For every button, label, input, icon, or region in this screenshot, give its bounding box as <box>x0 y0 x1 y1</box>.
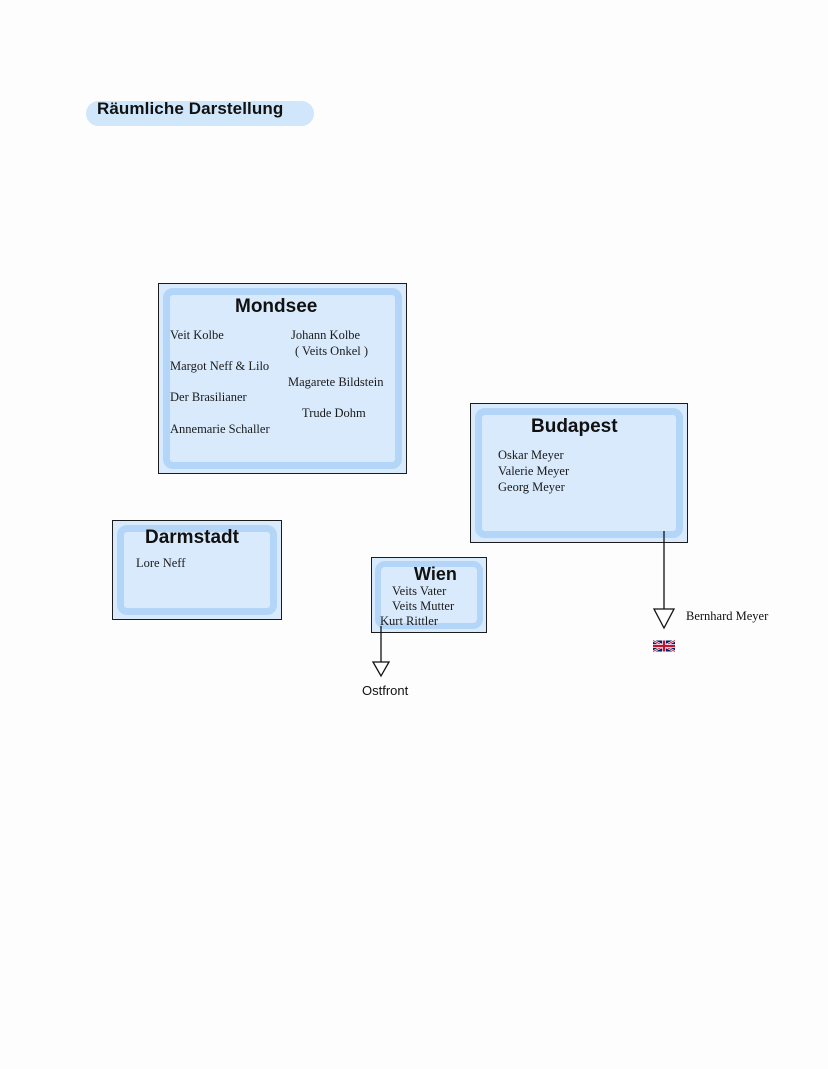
person-name: Georg Meyer <box>498 480 565 494</box>
person-name: Magarete Bildstein <box>288 375 384 389</box>
person-name: Veits Mutter <box>392 599 455 613</box>
place-title-mondsee: Mondsee <box>235 296 318 317</box>
destination-bernhard-meyer: Bernhard Meyer <box>686 609 769 623</box>
person-name: Veits Vater <box>392 584 447 598</box>
page-title: Räumliche Darstellung <box>97 99 284 118</box>
person-name: Veit Kolbe <box>170 328 224 342</box>
heading-highlight <box>86 101 314 126</box>
place-title-wien: Wien <box>414 564 457 584</box>
arrow-wien-ostfront <box>371 626 391 678</box>
person-name: Der Brasilianer <box>170 390 247 404</box>
person-name: Trude Dohm <box>302 406 366 420</box>
place-title-darmstadt: Darmstadt <box>145 527 239 548</box>
person-name: Oskar Meyer <box>498 448 564 462</box>
person-note: ( Veits Onkel ) <box>295 344 369 358</box>
person-name: Valerie Meyer <box>498 464 570 478</box>
person-name: Margot Neff & Lilo <box>170 359 270 373</box>
person-name: Lore Neff <box>136 556 186 570</box>
place-title-budapest: Budapest <box>531 416 618 437</box>
arrow-budapest-bernhard <box>652 531 676 630</box>
person-name: Johann Kolbe <box>291 328 361 342</box>
destination-ostfront: Ostfront <box>362 683 409 698</box>
person-name: Kurt Rittler <box>380 614 438 628</box>
uk-flag-icon <box>653 639 675 653</box>
person-name: Annemarie Schaller <box>170 422 270 436</box>
